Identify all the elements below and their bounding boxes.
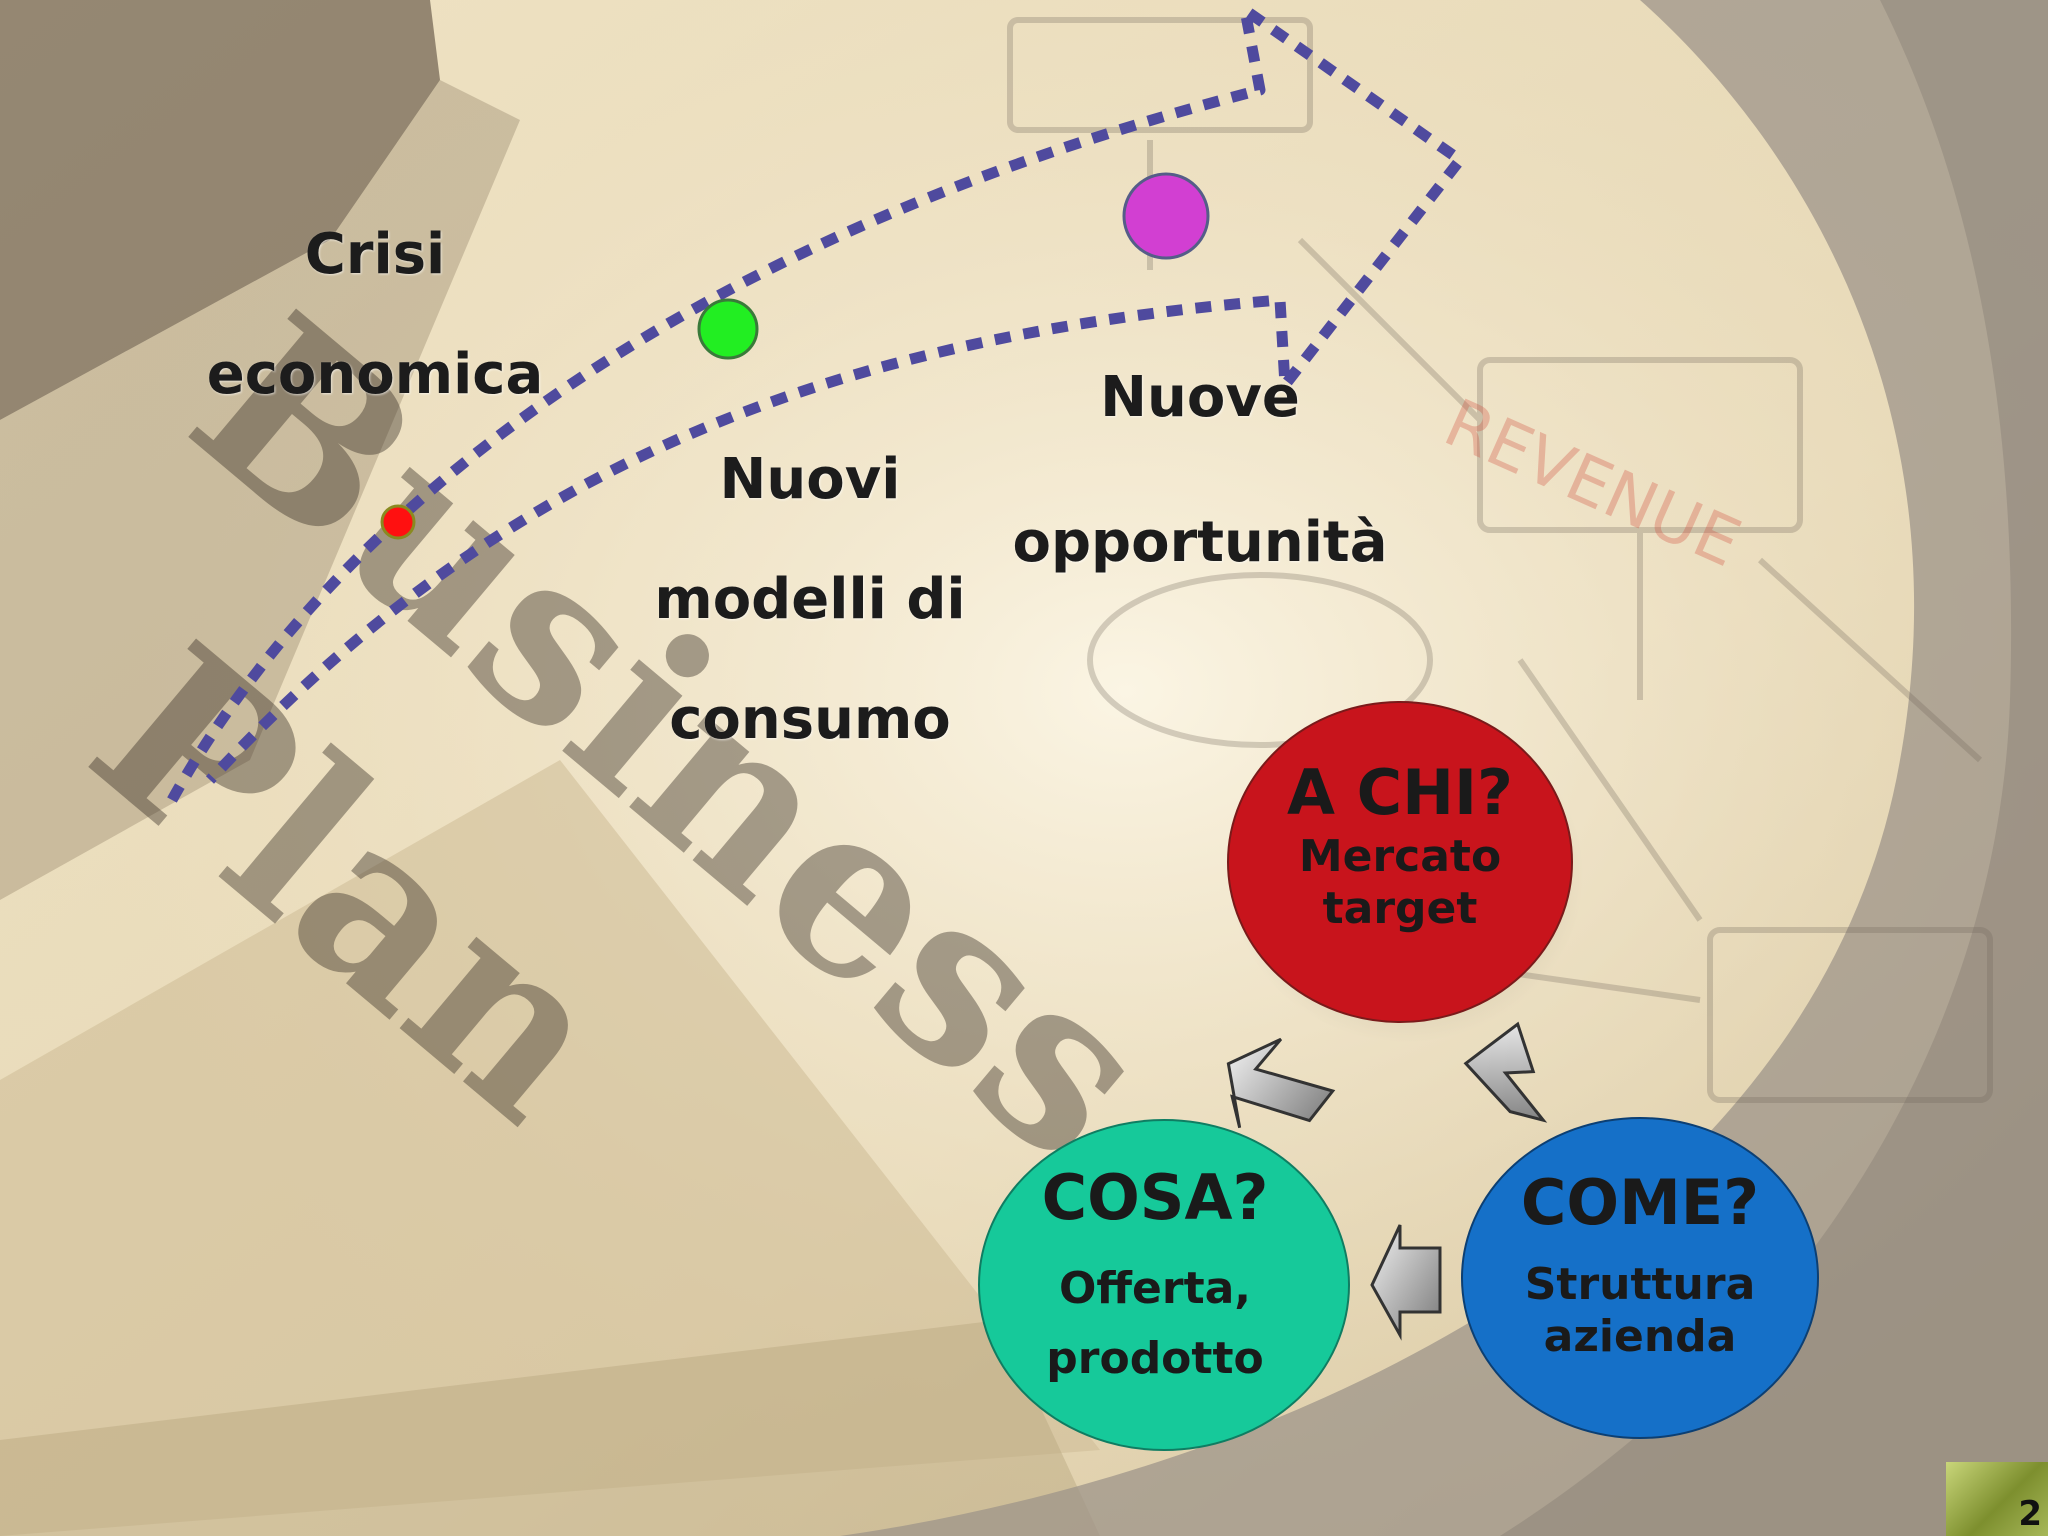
- circle-subtitle: target: [1322, 883, 1478, 934]
- green-dot: [697, 298, 759, 360]
- circle-title: COME?: [1520, 1166, 1760, 1239]
- label-line: economica: [206, 342, 544, 407]
- circle-cosa: [978, 1119, 1350, 1451]
- label-nuove-opportunita: Nuove opportunità: [990, 325, 1410, 615]
- label-crisi-economica: Crisi economica: [160, 195, 590, 435]
- circle-title: COSA?: [1041, 1161, 1269, 1234]
- label-line: modelli di: [654, 567, 966, 632]
- arrow-achi-to-come: [1463, 1021, 1548, 1123]
- circle-come-text: COME? Struttura azienda: [1470, 1165, 1810, 1363]
- circle-cosa-text: COSA? Offerta, prodotto: [985, 1160, 1325, 1394]
- circle-subtitle: Struttura: [1524, 1259, 1756, 1310]
- circle-come: [1461, 1117, 1819, 1439]
- arrow-come-to-cosa: [1370, 1224, 1442, 1341]
- label-line: opportunità: [1012, 510, 1388, 575]
- label-line: Crisi: [304, 222, 446, 287]
- dotted-trend-arrow: [167, 4, 1466, 803]
- label-line: Nuovi: [719, 447, 901, 512]
- circle-subtitle: azienda: [1543, 1311, 1737, 1362]
- circle-subtitle: Offerta,: [1058, 1263, 1252, 1314]
- label-nuovi-modelli: Nuovi modelli di consumo: [620, 420, 1000, 780]
- book-corner: [0, 0, 440, 420]
- label-line: Nuove: [1100, 365, 1300, 430]
- arrow-cosa-to-achi: [1226, 1037, 1336, 1129]
- page-number-badge: 2: [1946, 1462, 2048, 1536]
- magenta-dot: [1122, 172, 1210, 260]
- red-dot: [380, 504, 416, 540]
- label-line: consumo: [669, 687, 951, 752]
- circle-subtitle: prodotto: [1046, 1333, 1264, 1384]
- circle-title: A CHI?: [1287, 756, 1513, 829]
- circle-a-chi-text: A CHI? Mercato target: [1230, 755, 1570, 935]
- circle-a-chi: [1227, 701, 1573, 1023]
- circle-subtitle: Mercato: [1298, 831, 1502, 882]
- page-number: 2: [2018, 1494, 2042, 1534]
